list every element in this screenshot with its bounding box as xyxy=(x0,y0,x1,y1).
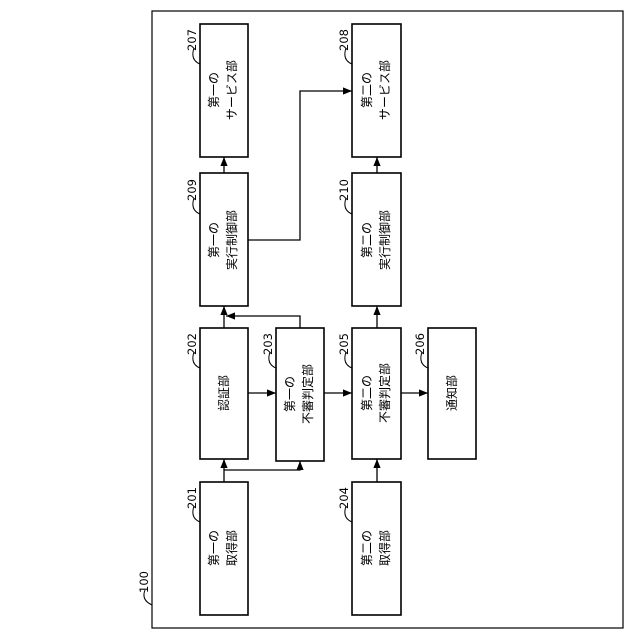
block-204-label-2: 取得部 xyxy=(377,530,392,566)
block-206-label: 通知部 xyxy=(444,375,459,411)
block-207-label-2: サービス部 xyxy=(224,60,239,120)
block-208-label-2: サービス部 xyxy=(377,60,392,120)
block-202-label: 認証部 xyxy=(216,375,231,411)
block-210-ref: 210 xyxy=(337,179,351,201)
block-210-second-execution-control: 第二の 実行制御部 210 xyxy=(337,173,401,306)
arrow-201-to-203 xyxy=(224,461,300,470)
block-204-second-acquisition: 第二の 取得部 204 xyxy=(337,482,401,615)
block-203-first-suspicion-judgment: 第一の 不審判定部 203 xyxy=(261,328,324,461)
block-209-label-1: 第一の xyxy=(207,222,221,258)
block-206-ref: 206 xyxy=(413,333,427,355)
block-201-label-1: 第一の xyxy=(207,530,221,566)
block-205-ref: 205 xyxy=(337,333,351,355)
block-201-ref: 201 xyxy=(185,487,199,509)
arrow-209-to-208 xyxy=(248,91,352,240)
block-210-label-2: 実行制御部 xyxy=(377,210,392,270)
block-201-first-acquisition: 第一の 取得部 201 xyxy=(185,482,248,615)
block-209-label-2: 実行制御部 xyxy=(224,210,239,270)
block-207-ref: 207 xyxy=(185,29,199,51)
block-202-authentication: 認証部 202 xyxy=(185,328,248,459)
block-207-label-1: 第一の xyxy=(207,72,221,108)
block-202-ref: 202 xyxy=(185,333,199,355)
block-203-label-1: 第一の xyxy=(283,376,297,412)
block-208-ref: 208 xyxy=(337,29,351,51)
block-209-first-execution-control: 第一の 実行制御部 209 xyxy=(185,173,248,306)
block-204-label-1: 第二の xyxy=(360,530,374,566)
system-ref: 100 xyxy=(137,571,151,593)
block-201-label-2: 取得部 xyxy=(224,530,239,566)
block-203-ref: 203 xyxy=(261,333,275,355)
block-204-ref: 204 xyxy=(337,487,351,509)
block-205-label-2: 不審判定部 xyxy=(377,363,392,423)
arrow-203-to-209 xyxy=(226,316,300,328)
block-203-label-2: 不審判定部 xyxy=(300,364,315,424)
block-207-first-service: 第一の サービス部 207 xyxy=(185,24,248,157)
block-205-label-1: 第二の xyxy=(360,375,374,411)
block-209-ref: 209 xyxy=(185,179,199,201)
block-208-label-1: 第二の xyxy=(360,72,374,108)
block-210-label-1: 第二の xyxy=(360,222,374,258)
